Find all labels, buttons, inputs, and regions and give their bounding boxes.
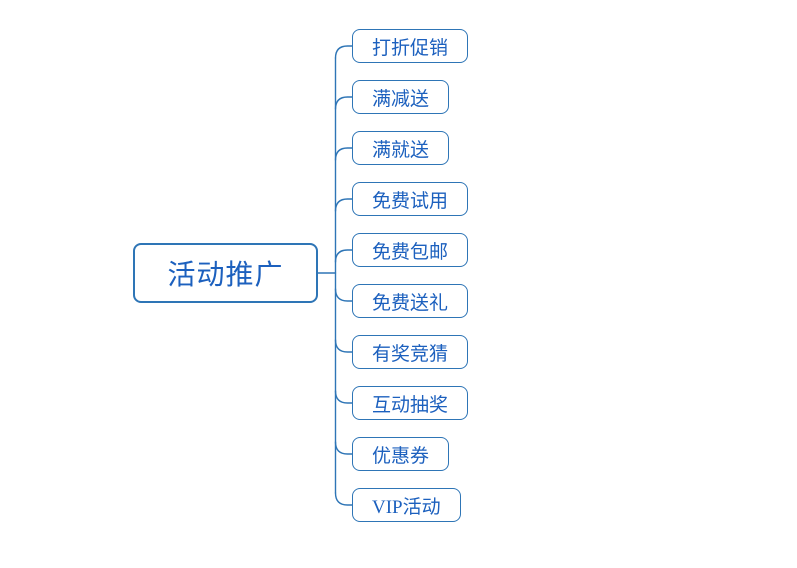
- root-topic-node[interactable]: 活动推广: [133, 243, 318, 303]
- topic-node-9[interactable]: 优惠券: [352, 437, 450, 471]
- topic-node-7[interactable]: 有奖竞猜: [352, 335, 469, 369]
- topic-node-4[interactable]: 免费试用: [352, 182, 469, 216]
- topic-label: 满就送: [372, 139, 430, 161]
- topic-label: 满减送: [372, 88, 430, 110]
- topic-node-1[interactable]: 打折促销: [352, 29, 469, 63]
- topic-label: 打折促销: [372, 37, 449, 59]
- root-topic-label: 活动推广: [167, 260, 284, 291]
- topic-label: VIP活动: [372, 496, 441, 518]
- topic-label: 免费试用: [372, 190, 449, 212]
- topic-node-8[interactable]: 互动抽奖: [352, 386, 469, 420]
- topic-node-2[interactable]: 满减送: [352, 80, 450, 114]
- topic-label: 免费包邮: [372, 241, 449, 263]
- topic-label: 免费送礼: [372, 292, 449, 314]
- topic-node-3[interactable]: 满就送: [352, 131, 450, 165]
- topic-label: 互动抽奖: [372, 394, 449, 416]
- topic-node-5[interactable]: 免费包邮: [352, 233, 469, 267]
- topic-label: 有奖竞猜: [372, 343, 449, 365]
- topic-node-10[interactable]: VIP活动: [352, 488, 461, 522]
- topic-label: 优惠券: [372, 445, 430, 467]
- topic-node-6[interactable]: 免费送礼: [352, 284, 469, 318]
